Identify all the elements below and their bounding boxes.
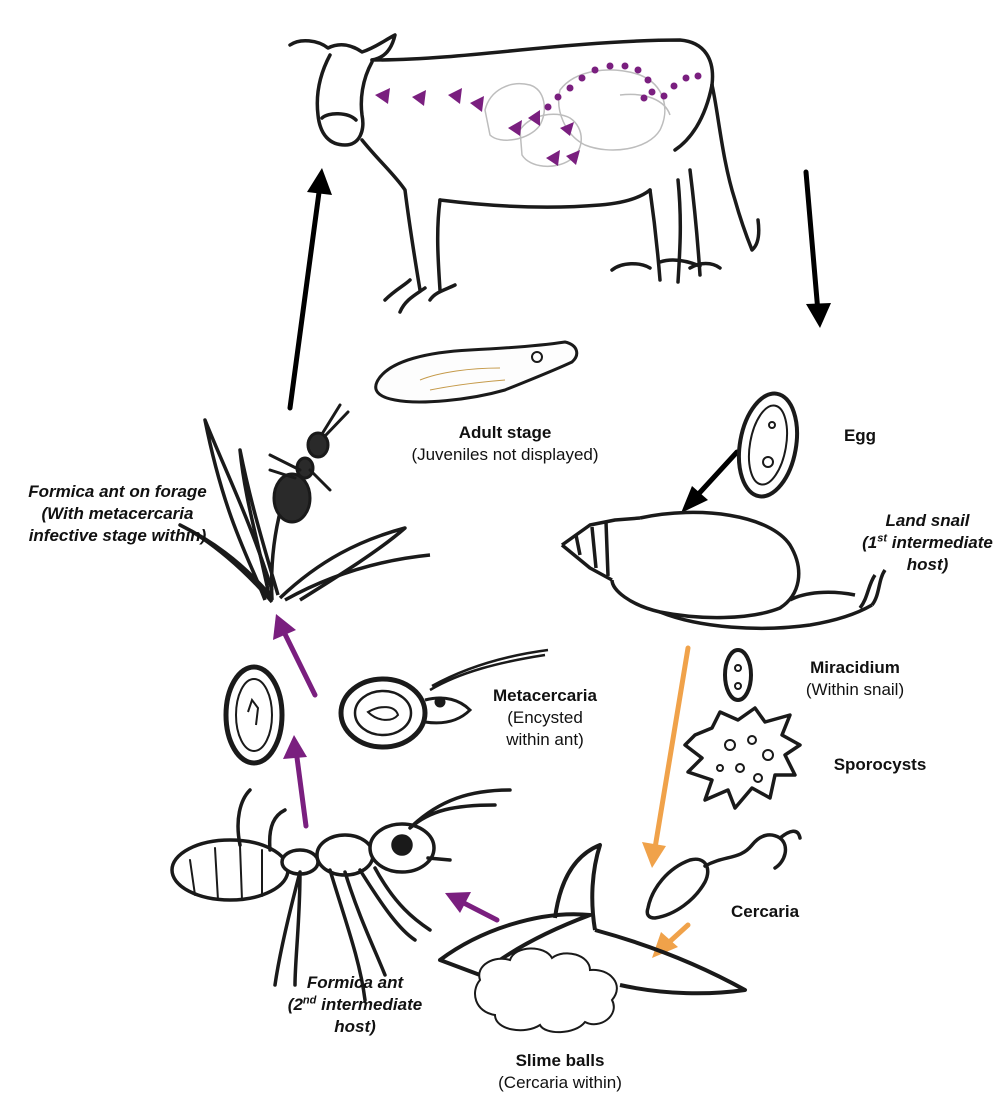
ant-line1: Formica ant: [306, 973, 404, 992]
slime-balls-subtitle: (Cercaria within): [498, 1073, 622, 1092]
forage-ant-label: Formica ant on forage (With metacercaria…: [10, 481, 225, 547]
adult-stage-subtitle: (Juveniles not displayed): [411, 445, 599, 464]
egg-title: Egg: [843, 426, 877, 445]
cercaria-drawing: [645, 829, 802, 920]
ant-line2-sup: nd: [302, 994, 317, 1007]
purple-arrows: [273, 614, 500, 923]
sporocyst-drawing: [683, 706, 802, 810]
adult-stage-title: Adult stage: [458, 423, 552, 442]
sporocysts-title: Sporocysts: [833, 755, 927, 774]
slime-balls-label: Slime balls (Cercaria within): [470, 1050, 650, 1094]
forage-line1: Formica ant on forage: [28, 482, 207, 501]
snail-line1: Land snail: [885, 511, 970, 530]
miracidium-title: Miracidium: [810, 658, 900, 677]
egg-drawing: [736, 391, 800, 499]
forage-line2: (With metacercaria: [41, 504, 194, 523]
snail-line2-sup: st: [877, 532, 888, 545]
cow-organs: [484, 69, 671, 167]
adult-stage-label: Adult stage (Juveniles not displayed): [390, 422, 620, 466]
slime-leaves-drawing: [438, 843, 747, 996]
formica-ant-label: Formica ant (2nd intermediate host): [270, 972, 440, 1038]
migration-path: [375, 62, 702, 166]
metacercaria-subtitle-2: within ant): [506, 730, 584, 749]
slime-balls-drawing: [474, 947, 618, 1034]
egg-label: Egg: [830, 425, 890, 447]
snail-line3: host): [906, 555, 949, 574]
metacercaria-subtitle-1: (Encysted: [507, 708, 583, 727]
metacercaria-title: Metacercaria: [493, 686, 597, 705]
miracidium-drawing: [723, 648, 753, 702]
ant-drawing: [170, 788, 512, 1002]
metacercaria-label: Metacercaria (Encysted within ant): [470, 685, 620, 751]
metacercaria-drawing: [223, 648, 549, 766]
black-arrows: [287, 168, 831, 513]
ant-line2-pre: (2: [287, 995, 303, 1014]
snail-line2-post: intermediate: [887, 533, 993, 552]
sporocysts-label: Sporocysts: [810, 754, 950, 776]
snail-line2-pre: (1: [862, 533, 878, 552]
snail-drawing: [560, 510, 887, 631]
forage-grass-drawing: [178, 418, 431, 604]
slime-balls-title: Slime balls: [515, 1051, 605, 1070]
miracidium-subtitle: (Within snail): [805, 680, 905, 699]
miracidium-label: Miracidium (Within snail): [785, 657, 925, 701]
forage-line3: infective stage within): [28, 526, 207, 545]
snail-label: Land snail (1st intermediate host): [860, 510, 995, 576]
cercaria-label: Cercaria: [705, 901, 825, 923]
forage-ant-drawing: [268, 403, 350, 524]
ant-line3: host): [334, 1017, 376, 1036]
cercaria-title: Cercaria: [730, 902, 800, 921]
ant-line2-post: intermediate: [316, 995, 423, 1014]
cow-drawing: [288, 33, 761, 314]
adult-fluke-drawing: [374, 340, 579, 404]
